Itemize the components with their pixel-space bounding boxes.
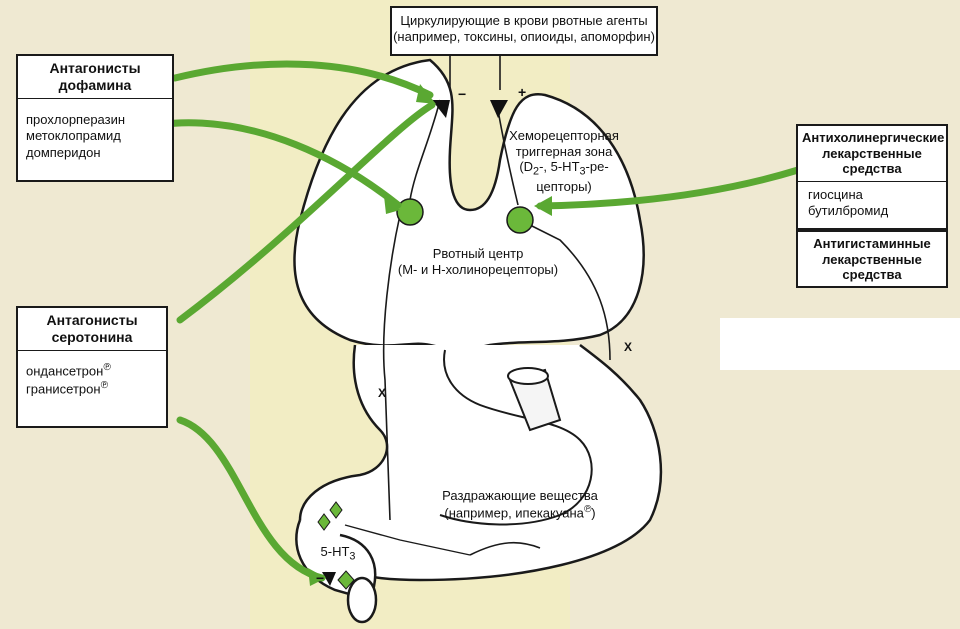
ctz-text-part: (D [519,159,534,175]
circulating-agents-line2: (например, токсины, опиоиды, апоморфин) [393,28,655,44]
anticholinergic-list: гиосцина бутилбромид [798,182,946,224]
serotonin-antagonists-list: ондансетрон℗ гранисетрон℗ [18,351,166,404]
arrow-serotonin-gut-head [308,568,326,586]
vagal-block-mark-left: X [378,386,387,400]
receptor-triangle-left [432,100,450,118]
ctz-label-line3: (D2-, 5-HT3-ре- [500,159,628,179]
ctz-text-part: -ре- [585,159,609,175]
arrow-serotonin-gut [176,416,326,582]
anticholinergic-heading-line1: Антихолинергические [802,130,945,145]
list-item: ондансетрон℗ [26,362,158,379]
nerve-line-left [382,214,401,521]
five-ht-label: 5-HT3 [316,544,360,564]
brain-outline [293,58,645,350]
serotonin-heading-line1: Антагонисты [46,312,138,328]
irritants-label: Раздражающие вещества (например, ипекаку… [420,488,620,521]
arrow-irritant [469,541,541,556]
esophagus-top [507,367,549,385]
antihistamine-heading: Антигистаминные лекарственные средства [798,232,946,287]
stomach-inner-outline [439,349,593,526]
receptor-circle-vomit-right [506,206,534,234]
irritants-text: (например, ипекакуана [444,504,584,520]
vomiting-center-line2: (М- и Н-холинорецепторы) [397,261,559,277]
minus-sign-gut: − [316,570,325,586]
ctz-subscript: 2 [533,165,540,178]
list-item: домперидон [26,144,101,160]
serotonin-diamond-1 [317,513,331,531]
arrow-dopamine-head [416,84,436,104]
ctz-text-part: -, 5-HT [539,159,580,175]
serotonin-heading-line2: серотонина [51,328,133,345]
receptor-triangle-right [490,100,508,118]
anticholinergic-box: Антихолинергические лекарственные средст… [796,124,948,230]
arrow-dopamine [171,60,434,99]
nerve-line-ctz2 [497,109,519,206]
vomiting-center-label: Рвотный центр (М- и Н-холинорецепторы) [388,246,568,277]
vagal-line [344,524,471,556]
list-item: прохлорперазин [26,111,126,127]
nerve-line-ctz [409,99,441,201]
antihistamine-heading-line1: Антигистаминные [813,236,931,251]
list-item-text: гранисетрон [26,380,101,396]
dopamine-antagonists-list: прохлорперазин метоклопрамид домперидон [18,99,172,168]
list-item: бутилбромид [808,203,889,219]
arrow-dopamine-2-head [384,196,400,214]
dopamine-antagonists-heading: Антагонисты дофамина [18,56,172,98]
circulating-agents-box: Циркулирующие в крови рвотные агенты (на… [390,6,658,56]
irritants-line1: Раздражающие вещества [442,488,598,503]
receptor-circle-vomit-left [396,198,424,226]
dopamine-heading-line1: Антагонисты [49,60,141,76]
serotonin-diamond-2 [329,501,343,519]
prescription-mark: ℗ [103,361,111,373]
minus-sign: − [458,86,467,102]
five-ht-subscript: 3 [349,550,356,563]
arrow-anticholinergic [536,166,802,210]
antihistamine-heading-line3: средства [842,267,902,283]
ctz-label-line1: Хеморецепторная [509,128,619,143]
serotonin-antagonists-box: Антагонисты серотонина ондансетрон℗ гран… [16,306,168,428]
blank-panel [720,318,960,370]
ctz-label-line4: цепторы) [536,178,592,194]
ctz-label-line2: триггерная зона [515,143,613,159]
list-item: гиосцина [808,186,863,202]
irritants-line2: (например, ипекакуана℗) [420,504,620,521]
receptor-triangle-gut [322,572,336,586]
vomiting-center-line1: Рвотный центр [432,246,524,261]
list-item-text: ондансетрон [26,362,104,378]
antihistamine-box: Антигистаминные лекарственные средства [796,230,948,288]
irritants-text-end: ) [591,504,596,520]
arrow-anticholinergic-head [534,196,552,216]
dopamine-heading-line2: дофамина [58,76,132,93]
nerve-line-right [519,219,611,361]
antihistamine-heading-line2: лекарственные [822,251,922,267]
ctz-label: Хеморецепторная триггерная зона (D2-, 5-… [500,128,628,194]
vagal-block-mark-right: X [624,340,633,354]
anticholinergic-heading: Антихолинергические лекарственные средст… [798,126,946,181]
plus-sign: + [518,84,527,100]
five-ht-text: 5-HT [320,544,350,559]
anticholinergic-heading-line2: лекарственные [822,145,922,161]
list-item: гранисетрон℗ [26,380,158,397]
prescription-mark: ℗ [583,503,592,515]
ctz-subscript: 3 [579,165,586,178]
circulating-agents-line1: Циркулирующие в крови рвотные агенты [400,13,648,28]
dopamine-antagonists-box: Антагонисты дофамина прохлорперазин мето… [16,54,174,182]
prescription-mark: ℗ [100,379,108,391]
arrow-serotonin [176,101,436,324]
duodenum-opening [346,576,378,624]
list-item: метоклопрамид [26,128,121,144]
serotonin-diamond-3 [337,570,355,590]
anticholinergic-heading-line3: средства [842,161,902,177]
serotonin-antagonists-heading: Антагонисты серотонина [18,308,166,350]
